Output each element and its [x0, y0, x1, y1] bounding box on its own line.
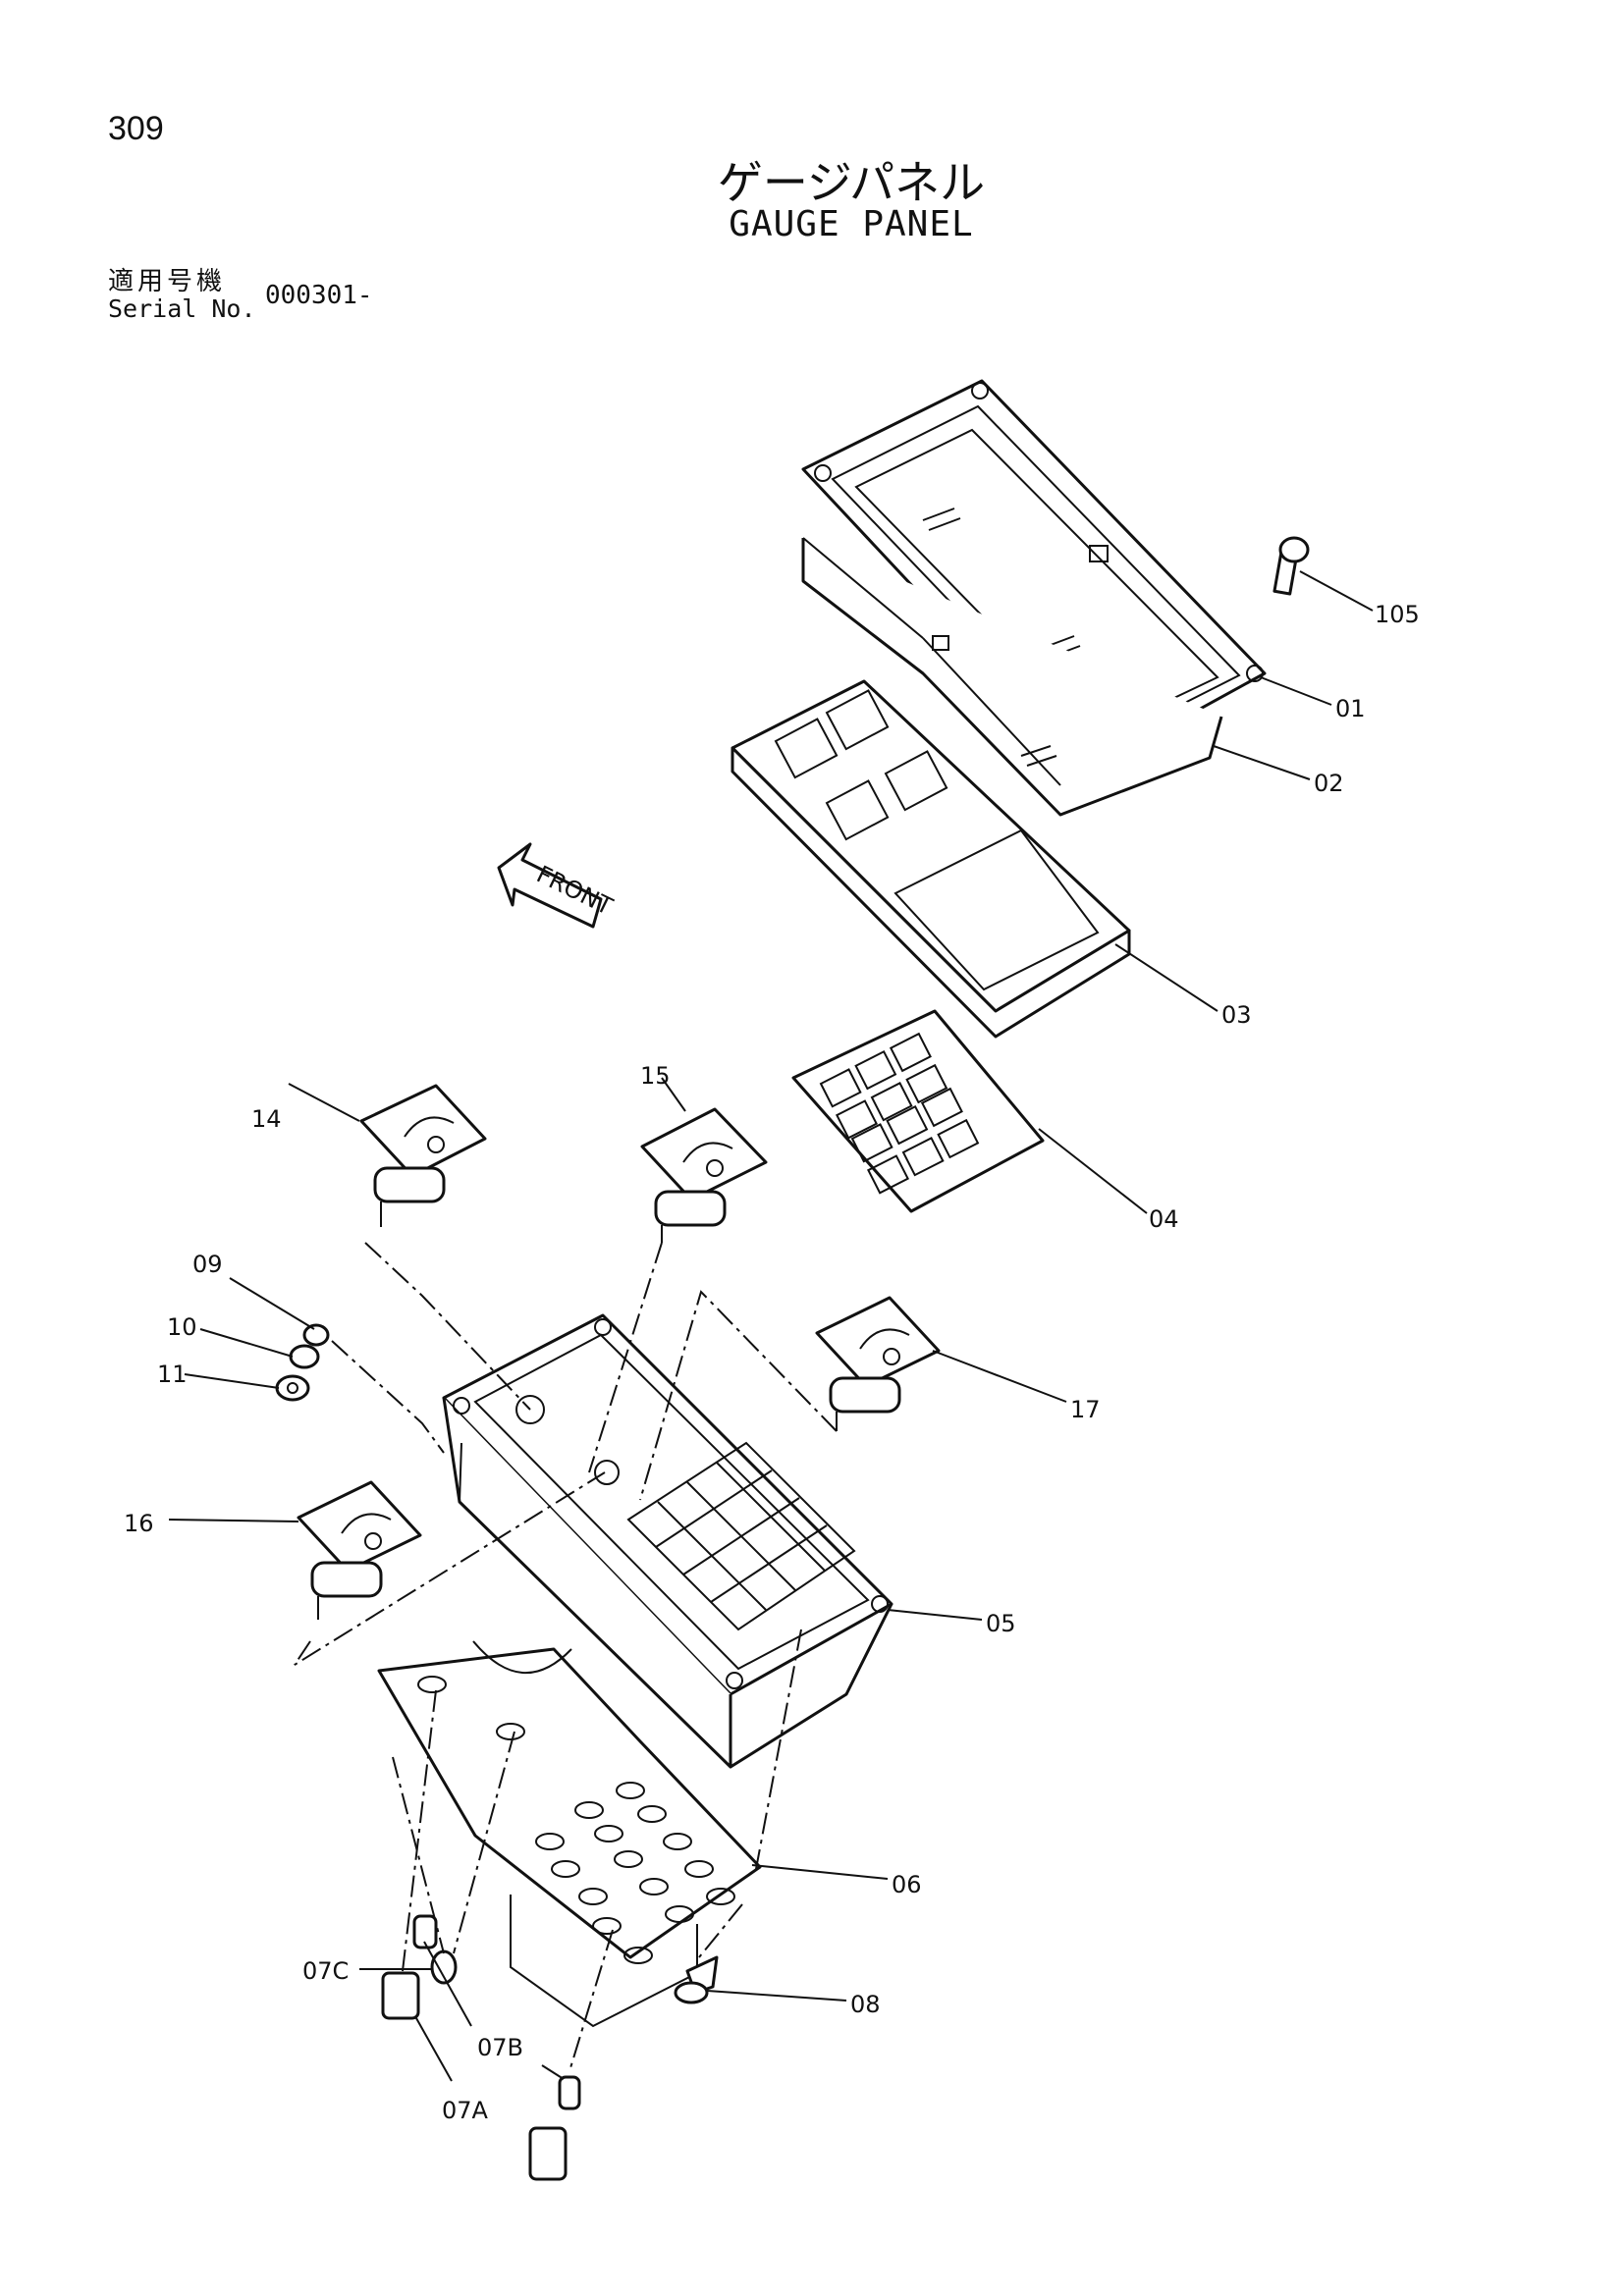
- part-02-frame-gasket: [801, 537, 1223, 817]
- part-label-09: 09: [192, 1251, 223, 1278]
- part-15-gauge: [640, 1107, 768, 1243]
- part-05-gauge-case: [442, 1313, 893, 1769]
- assembly-lines: [294, 1242, 838, 2072]
- leader-lines: [168, 570, 1374, 2082]
- part-label-15: 15: [640, 1062, 671, 1090]
- part-label-05: 05: [986, 1610, 1016, 1637]
- part-16-gauge: [297, 1480, 422, 1620]
- part-label-01: 01: [1335, 695, 1366, 722]
- serial-number-value: 000301-: [265, 281, 373, 310]
- page-title-english: GAUGE PANEL: [729, 204, 974, 244]
- front-direction-arrow: FRONT: [497, 842, 617, 929]
- part-label-07b: 07B: [477, 2034, 523, 2061]
- part-label-17: 17: [1070, 1396, 1101, 1423]
- part-17-gauge: [815, 1296, 941, 1431]
- part-label-16: 16: [124, 1510, 154, 1537]
- part-105-screw: [1272, 536, 1310, 596]
- part-label-03: 03: [1221, 1001, 1252, 1029]
- part-label-06: 06: [892, 1871, 922, 1898]
- part-label-08: 08: [850, 1991, 881, 2018]
- part-label-07a: 07A: [442, 2097, 489, 2124]
- part-14-gauge: [359, 1084, 487, 1227]
- part-06-back-plate: [377, 1640, 762, 2028]
- part-label-07c: 07C: [302, 1957, 349, 1985]
- serial-label-japanese: 適用号機: [108, 267, 227, 296]
- part-09-10-11-hardware: [275, 1323, 330, 1402]
- part-04-indicator-grid: [791, 1009, 1045, 1213]
- part-label-14: 14: [251, 1105, 282, 1133]
- part-label-10: 10: [167, 1313, 197, 1341]
- part-03-window-plate: [731, 679, 1131, 1039]
- page-title-japanese: ゲージパネル: [717, 156, 986, 209]
- part-label-02: 02: [1314, 770, 1344, 797]
- serial-label-english: Serial No.: [108, 294, 256, 323]
- part-label-105: 105: [1375, 601, 1420, 628]
- part-08-screw: [674, 1955, 719, 2004]
- part-label-04: 04: [1149, 1205, 1179, 1233]
- part-label-11: 11: [157, 1361, 188, 1388]
- page-number: 309: [108, 110, 164, 147]
- part-07-connectors: [381, 1914, 581, 2181]
